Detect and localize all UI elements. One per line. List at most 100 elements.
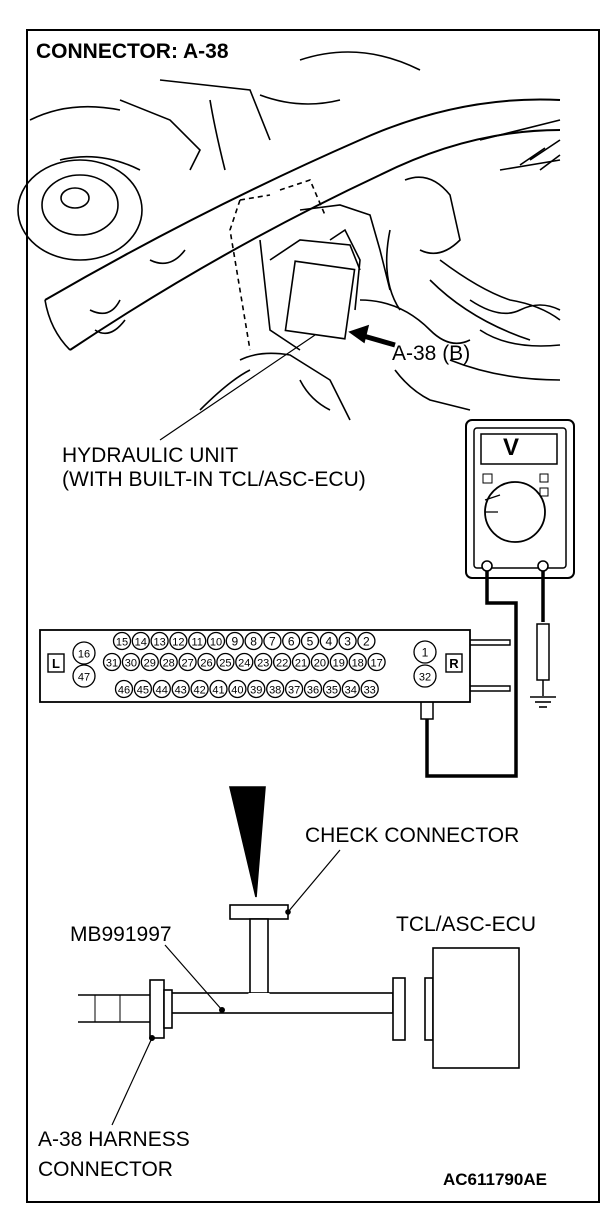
connector-pin-3: 3 [344,635,351,649]
connector-pin-8-circle [244,631,263,651]
connector-pin-35-circle [322,679,342,699]
connector-pin-42-circle [190,679,209,699]
connector-pin-44: 44 [156,685,168,697]
connector-pin-15: 15 [116,637,128,649]
connector-pin-39: 39 [250,685,262,697]
connector-pin-32: 32 [419,672,431,684]
meter-display [480,433,558,465]
connector-pin-39-circle [247,679,266,699]
meter-unit-label: V [503,434,520,461]
connector-pin-12-circle [169,631,188,651]
connector-pin-20: 20 [314,658,326,670]
connector-pin-27-circle [178,652,197,672]
connector-pin-9: 9 [231,635,238,649]
connector-pin-7: 7 [269,635,276,649]
connector-pin-19: 19 [333,658,345,670]
connector-pin-46: 46 [118,685,130,697]
connector-pin-40: 40 [231,685,243,697]
connector-pin-45: 45 [137,685,149,697]
connector-pin-26-circle [197,652,216,672]
connector-pin-18: 18 [352,658,364,670]
connector-pin-32-circle [413,664,437,688]
connector-pin-22-circle [272,652,292,672]
connector-pin-41: 41 [212,685,224,697]
connector-pin-3-circle [338,631,357,651]
connector-pin-34-circle [341,679,360,699]
connector-pin-33: 33 [364,685,376,697]
connector-pin-17-circle [367,652,386,672]
connector-pin-17: 17 [370,658,382,670]
connector-pin-16-circle [72,641,96,665]
connector-pin-15-circle [112,631,132,651]
connector-pin-16: 16 [78,649,90,661]
test-harness-illustration [78,786,520,1126]
connector-pin-37-circle [284,679,304,699]
connector-pin-23-circle [254,652,273,672]
connector-pin-44-circle [152,679,171,699]
connector-right-marker: R [449,656,459,671]
connector-pin-31-circle [102,652,122,672]
connector-pin-37: 37 [288,685,300,697]
connector-pin-46-circle [114,679,134,699]
connector-pin-21-circle [291,652,311,672]
connector-pin-9-circle [225,631,244,651]
engine-bay-illustration [17,51,561,441]
ecu-side-flange [392,977,406,1041]
connector-pin-10: 10 [210,637,222,649]
connector-pin-24-circle [235,652,254,672]
connector-a38b-label: A-38 (B) [392,342,471,365]
connector-pin-28-circle [159,652,178,672]
figure-code: AC611790AE [443,1170,547,1189]
connector-pin-47: 47 [78,672,90,684]
connector-pin-20-circle [310,652,330,672]
connector-pin-13-circle [150,631,169,651]
meter-terminal-positive [481,560,493,572]
connector-pin-47-circle [72,664,96,688]
check-connector [229,904,289,920]
connector-pin-4: 4 [325,635,332,649]
connector-pin-34: 34 [345,685,357,697]
connector-pin-5-circle [300,631,320,651]
connector-pin-22: 22 [276,658,288,670]
connector-left-marker: L [52,656,60,671]
page-title: CONNECTOR: A-38 [36,40,229,63]
connector-pin-1-circle [413,640,437,664]
connector-pin-6: 6 [288,635,295,649]
meter-terminal-negative [537,560,549,572]
connector-pin-42: 42 [193,685,205,697]
connector-pin-28: 28 [163,658,175,670]
connector-pin-4-circle [319,631,338,651]
connector-pin-21: 21 [295,658,307,670]
connector-pin-24: 24 [238,658,250,670]
connector-pin-18-circle [348,652,367,672]
hydraulic-unit-sublabel: (WITH BUILT-IN TCL/ASC-ECU) [62,468,366,491]
connector-pin-43-circle [171,679,190,699]
harness-connector-flange [149,979,165,1039]
connector-pin-27: 27 [181,658,193,670]
connector-pin-14-circle [131,631,150,651]
connector-pin-5: 5 [307,635,314,649]
probe-wedge-arrow [228,786,266,898]
harness-connector-sublabel: CONNECTOR [38,1158,173,1181]
connector-pin-30-circle [121,652,141,672]
connector-pin-19-circle [329,652,348,672]
connector-pin-30: 30 [125,658,137,670]
connector-pin-25-circle [216,652,235,672]
connector-pin-13: 13 [153,637,165,649]
harness-connector-label: A-38 HARNESS [38,1128,190,1151]
connector-pin-12: 12 [172,637,184,649]
connector-pin-11-circle [188,631,207,651]
connector-pin-36: 36 [307,685,319,697]
check-connector-label: CHECK CONNECTOR [305,824,520,847]
connector-pin-11: 11 [191,637,202,649]
connector-pin-1: 1 [422,646,429,660]
connector-pin-40-circle [228,679,247,699]
tool-number-label: MB991997 [70,923,172,946]
connector-pin-7-circle [263,631,282,651]
hydraulic-unit-label: HYDRAULIC UNIT [62,444,239,467]
connector-pin-38-circle [266,679,285,699]
connector-pin-35: 35 [326,685,338,697]
connector-pin-2: 2 [363,635,370,649]
